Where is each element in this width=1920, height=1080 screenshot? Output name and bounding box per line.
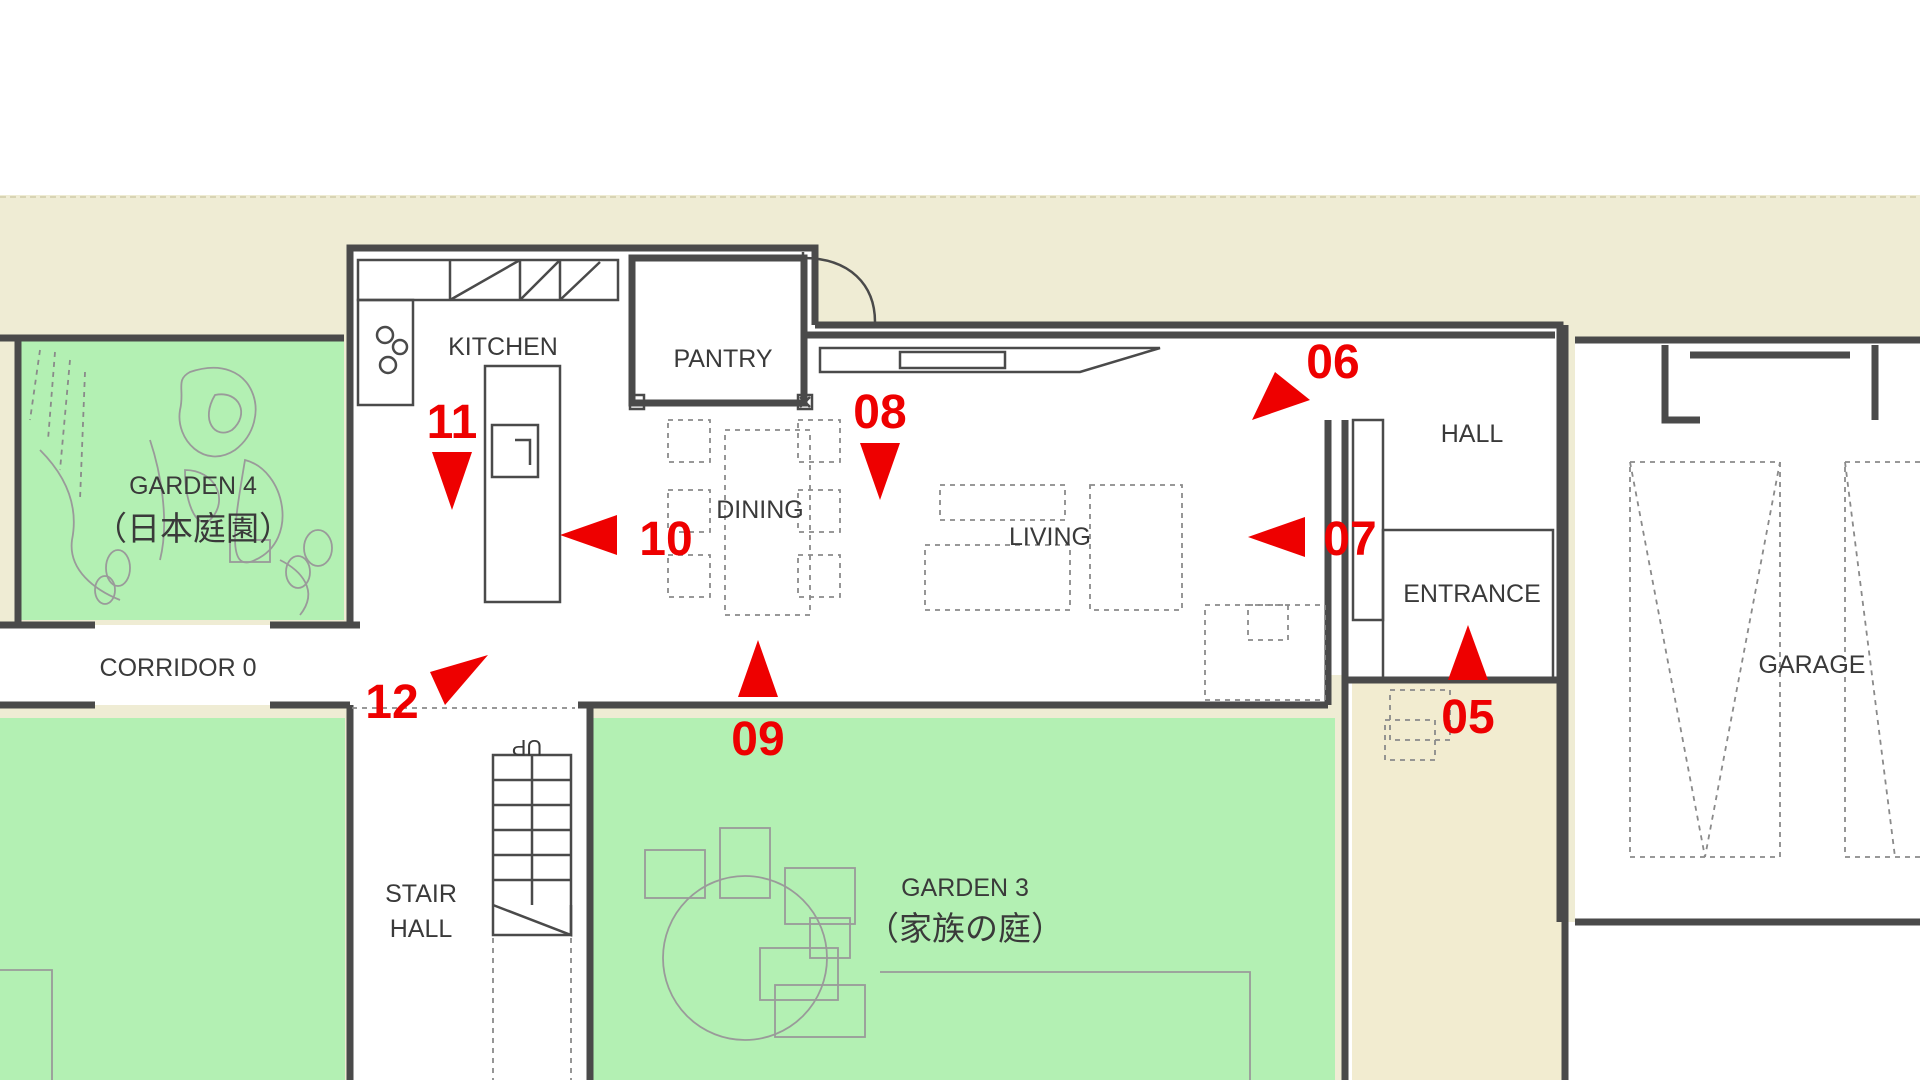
- garage-label: GARAGE: [1759, 651, 1866, 679]
- view-number-10: 10: [639, 513, 692, 566]
- dining-label: DINING: [716, 496, 804, 524]
- view-marker-07[interactable]: 07: [1248, 513, 1377, 566]
- view-arrow-07: [1248, 517, 1305, 557]
- view-marker-06[interactable]: 06: [1252, 336, 1360, 420]
- view-number-06: 06: [1306, 336, 1359, 389]
- stair-hall-label-line1: STAIR: [385, 880, 457, 908]
- view-arrow-06: [1252, 372, 1310, 420]
- view-number-09: 09: [731, 713, 784, 766]
- view-number-12: 12: [365, 676, 418, 729]
- view-number-11: 11: [427, 396, 478, 449]
- view-arrow-10: [560, 515, 617, 555]
- stair-hall-label-line2: HALL: [390, 915, 453, 943]
- garden-3-label: GARDEN 3: [901, 874, 1029, 902]
- room-labels: KITCHEN PANTRY DINING LIVING HALL ENTRAN…: [94, 333, 1865, 948]
- entrance-label: ENTRANCE: [1403, 580, 1541, 608]
- garden-4-label: GARDEN 4: [129, 472, 257, 500]
- garage-parking: [1629, 461, 1920, 858]
- view-arrow-09: [738, 640, 778, 697]
- garden-3-area: [590, 718, 1335, 1080]
- view-marker-11[interactable]: 11: [427, 396, 478, 510]
- stair-up-label: UP: [512, 735, 543, 760]
- pantry-label: PANTRY: [673, 345, 772, 373]
- living-label: LIVING: [1009, 523, 1091, 551]
- corridor-label: CORRIDOR 0: [100, 654, 257, 682]
- garden-west-area: [0, 718, 345, 1080]
- view-marker-05[interactable]: 05: [1441, 625, 1495, 744]
- view-number-05: 05: [1441, 691, 1494, 744]
- view-arrow-12: [430, 655, 488, 705]
- furniture: [667, 419, 1451, 761]
- view-number-07: 07: [1323, 513, 1376, 566]
- garden-3-jp-label: （家族の庭）: [866, 909, 1064, 948]
- view-arrow-08: [860, 443, 900, 500]
- garden-3-landscape: [0, 827, 1251, 1080]
- vestibule-area: [1352, 680, 1567, 1080]
- view-marker-08[interactable]: 08: [853, 386, 907, 500]
- view-arrow-11: [432, 452, 472, 510]
- view-marker-09[interactable]: 09: [731, 640, 785, 766]
- view-markers: 05 06 07 08 09 10 11 12: [365, 336, 1494, 766]
- view-number-08: 08: [853, 386, 906, 439]
- walls: [0, 244, 1920, 1080]
- garden-4-landscape: [29, 349, 333, 616]
- view-marker-12[interactable]: 12: [365, 655, 488, 729]
- hall-label: HALL: [1441, 420, 1504, 448]
- kitchen-label: KITCHEN: [448, 333, 558, 361]
- kitchen-fixtures: [356, 254, 1161, 604]
- view-marker-10[interactable]: 10: [560, 513, 693, 566]
- garden-4-jp-label: （日本庭園）: [94, 509, 292, 548]
- staircase: [352, 707, 575, 1080]
- view-arrow-05: [1448, 625, 1488, 680]
